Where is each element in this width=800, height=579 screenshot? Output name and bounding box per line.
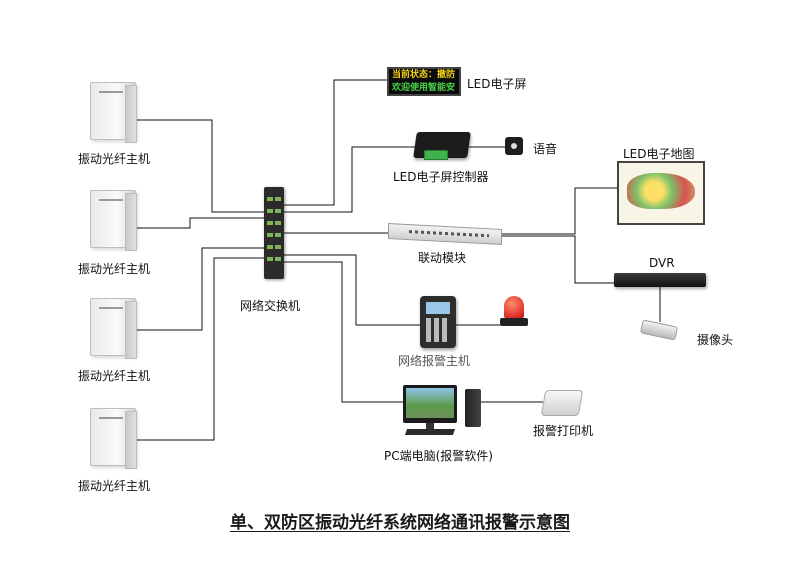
- led-controller-label: LED电子屏控制器: [393, 170, 489, 184]
- led-screen-label: LED电子屏: [467, 77, 527, 91]
- alarm-light-base: [500, 318, 528, 326]
- network-switch: [264, 187, 284, 279]
- pc-tower: [465, 389, 481, 427]
- fiber-host-2-label: 振动光纤主机: [78, 262, 151, 276]
- led-controller-terminal: [424, 150, 448, 160]
- dvr-label: DVR: [649, 256, 675, 270]
- camera-label: 摄像头: [697, 333, 734, 347]
- alarm-host-keypad: [420, 296, 456, 348]
- led-screen-line-2: 欢迎使用智能安防: [392, 83, 456, 93]
- printer-icon: [540, 390, 584, 416]
- fiber-host-3-side: [125, 301, 137, 359]
- linkage-module-label: 联动模块: [418, 251, 467, 265]
- diagram-title: 单、双防区振动光纤系统网络通讯报警示意图: [230, 513, 570, 533]
- led-screen-line-1: 当前状态：撤防: [392, 70, 456, 80]
- switch-label: 网络交换机: [240, 299, 301, 313]
- pc-monitor-stand: [426, 423, 434, 429]
- keyboard-icon: [404, 429, 456, 435]
- pc-label: PC端电脑(报警软件): [384, 449, 493, 463]
- fiber-host-3-label: 振动光纤主机: [78, 369, 151, 383]
- alarm-light-icon: [504, 296, 524, 318]
- led-map-display: [617, 161, 705, 225]
- led-screen-display: 当前状态：撤防 欢迎使用智能安防: [387, 67, 461, 96]
- fiber-host-4-side: [125, 411, 137, 469]
- led-map-label: LED电子地图: [623, 147, 695, 161]
- map-icon: [627, 173, 695, 209]
- fiber-host-1-side: [125, 85, 137, 143]
- dvr-device: [614, 273, 706, 287]
- fiber-host-2-side: [125, 193, 137, 251]
- pc-monitor: [403, 385, 457, 423]
- alarm-host-label: 网络报警主机: [398, 354, 471, 368]
- fiber-host-1-label: 振动光纤主机: [78, 152, 151, 166]
- fiber-host-4-label: 振动光纤主机: [78, 479, 151, 493]
- speaker-label: 语音: [533, 142, 558, 156]
- speaker-icon: [505, 137, 523, 155]
- printer-label: 报警打印机: [533, 424, 594, 438]
